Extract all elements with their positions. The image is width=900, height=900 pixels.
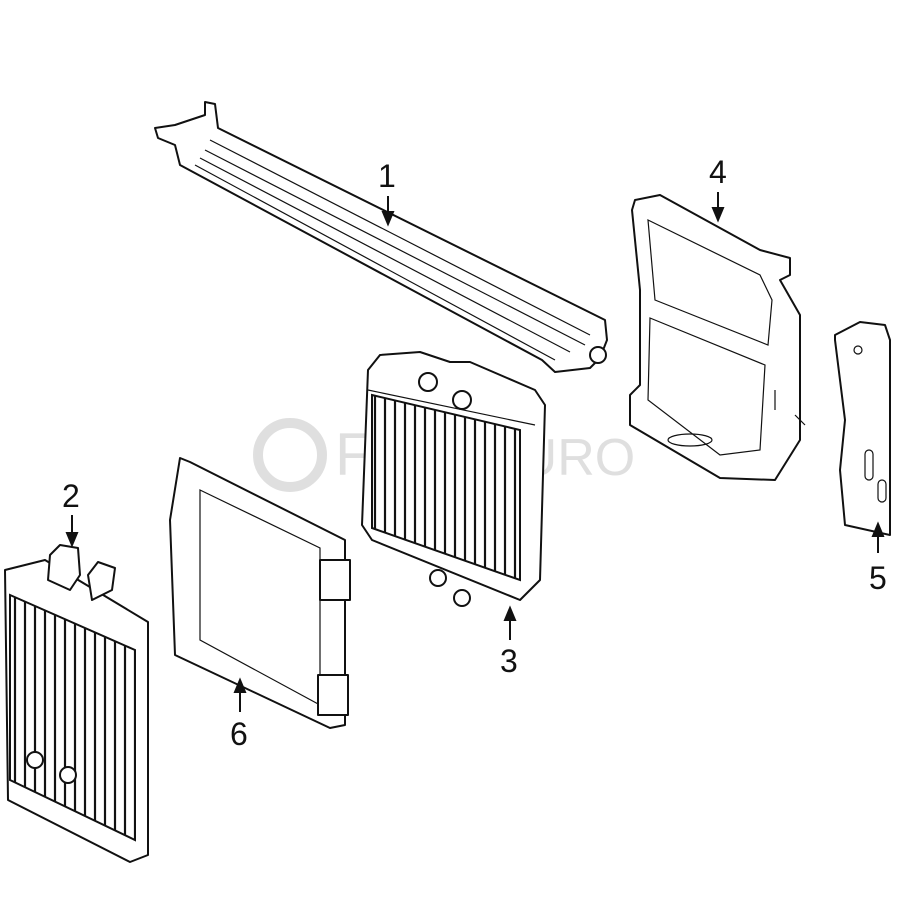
part-1-cooler-bar[interactable] (154, 101, 608, 373)
part-2-left-radiator[interactable] (4, 544, 149, 863)
callout-5[interactable]: 5 (869, 560, 887, 596)
callout-3[interactable]: 3 (500, 643, 518, 679)
callout-1[interactable]: 1 (378, 158, 396, 194)
callout-6[interactable]: 6 (230, 716, 248, 752)
callout-2[interactable]: 2 (62, 478, 80, 514)
callout-4[interactable]: 4 (709, 154, 727, 190)
part-4-bracket-panel[interactable] (629, 194, 806, 481)
part-5-side-bracket[interactable] (834, 321, 891, 536)
part-3-right-radiator[interactable] (361, 351, 546, 607)
callout-arrows (65, 192, 885, 712)
part-6-frame[interactable] (169, 457, 351, 729)
